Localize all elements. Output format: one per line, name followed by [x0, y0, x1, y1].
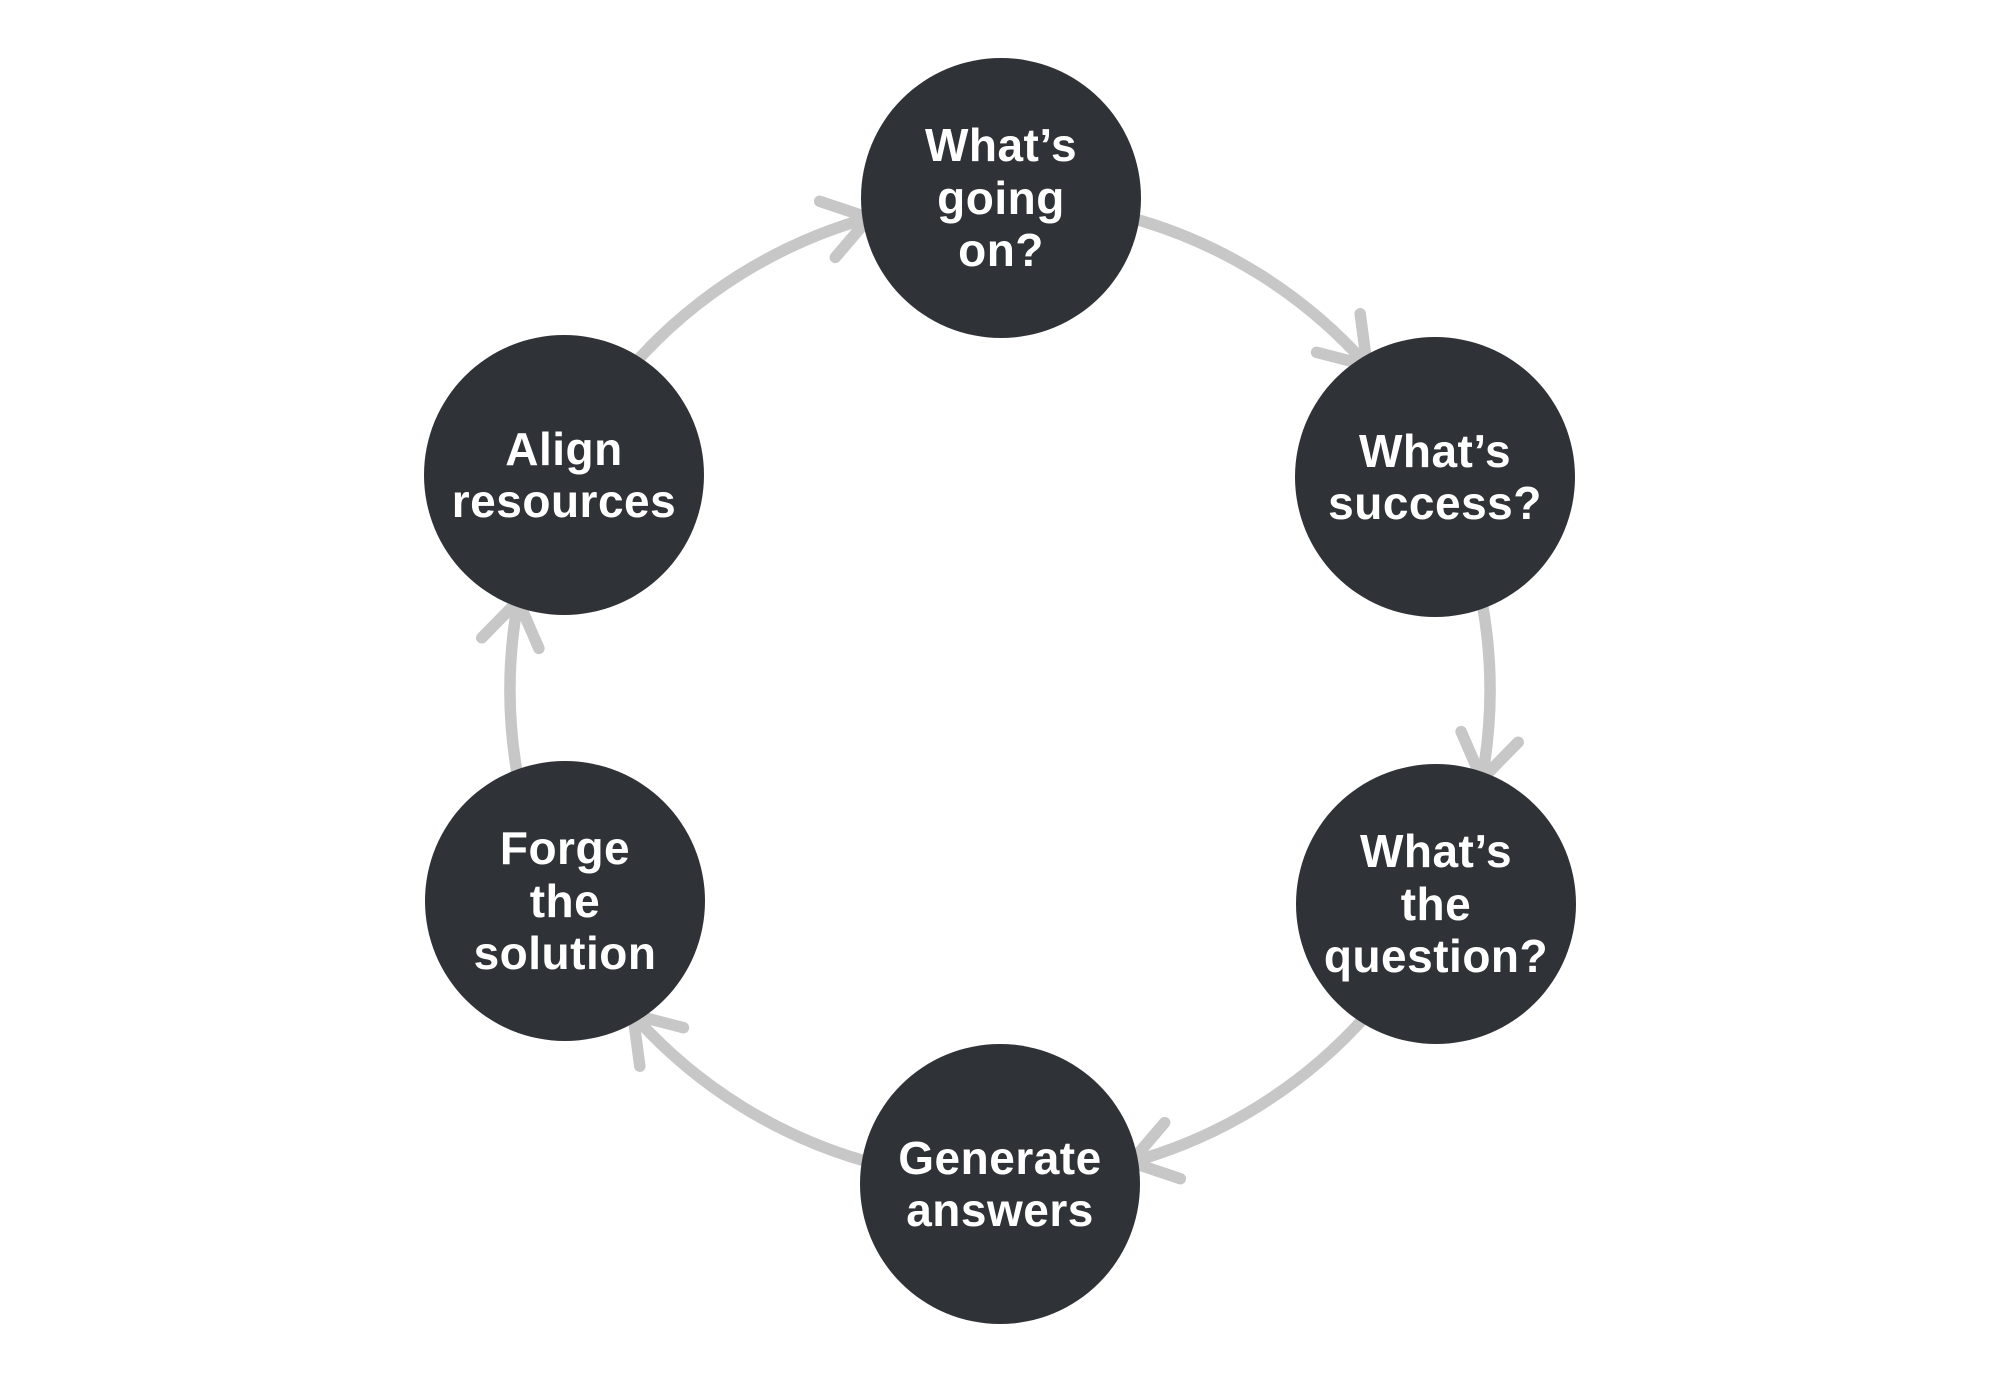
node-forge-the-solution-label: Forge the solution [473, 822, 657, 980]
arrow-generate-answers-to-forge-the-solution [627, 1008, 875, 1168]
arrow-whats-the-question-to-generate-answers [1125, 1008, 1373, 1185]
arrow-forge-the-solution-to-align-resources [476, 594, 545, 786]
arrow-align-resources-to-whats-going-on [627, 195, 875, 372]
node-forge-the-solution: Forge the solution [425, 761, 705, 1041]
node-generate-answers: Generate answers [860, 1044, 1140, 1324]
arrow-whats-success-to-whats-the-question [1455, 594, 1524, 786]
node-align-resources: Align resources [424, 335, 704, 615]
node-whats-the-question: What’s the question? [1296, 764, 1576, 1044]
node-whats-success: What’s success? [1295, 337, 1575, 617]
node-whats-the-question-label: What’s the question? [1323, 825, 1549, 983]
node-align-resources-label: Align resources [451, 422, 677, 527]
node-whats-going-on: What’s going on? [861, 58, 1141, 338]
node-whats-success-label: What’s success? [1328, 424, 1542, 529]
node-generate-answers-label: Generate answers [898, 1131, 1102, 1236]
node-whats-going-on-label: What’s going on? [924, 119, 1078, 277]
arrow-whats-going-on-to-whats-success [1125, 212, 1373, 372]
